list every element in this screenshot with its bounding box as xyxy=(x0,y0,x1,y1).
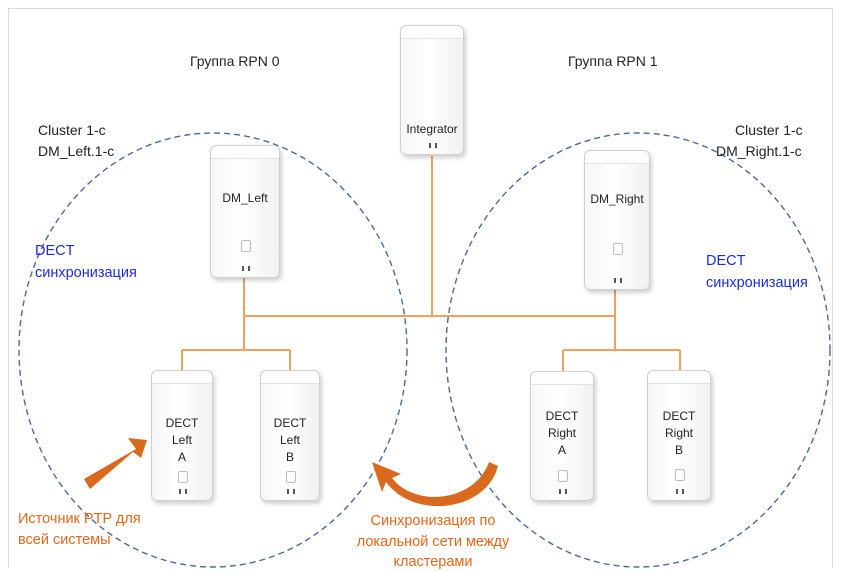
device-dect-left-a-line3: A xyxy=(177,450,186,464)
status-led-icon xyxy=(429,143,431,148)
device-cap xyxy=(152,371,212,384)
status-led-icon xyxy=(185,489,187,494)
status-led-icon xyxy=(248,266,250,271)
dect-sync-right-line2: синхронизация xyxy=(706,275,808,291)
device-dect-left-a-line1: DECT xyxy=(165,416,199,430)
device-cap xyxy=(401,26,463,39)
status-led-icon xyxy=(559,489,561,494)
port-icon xyxy=(613,243,623,255)
device-dect-left-a: DECT Left A xyxy=(151,370,213,501)
device-dect-left-b: DECT Left B xyxy=(260,370,320,501)
dect-sync-left-line2: синхронизация xyxy=(35,265,137,281)
port-icon xyxy=(675,469,685,481)
device-dect-right-a-line3: A xyxy=(557,443,566,457)
cluster-ellipse-right xyxy=(445,132,831,568)
device-dect-left-b-line1: DECT xyxy=(273,416,307,430)
device-cap xyxy=(585,151,649,164)
lan-sync-label-line3: кластерами xyxy=(393,554,473,570)
device-cap xyxy=(648,371,710,384)
device-dect-right-b: DECT Right B xyxy=(647,370,711,501)
device-dect-right-a-line2: Right xyxy=(547,426,576,440)
port-icon xyxy=(241,240,251,252)
lan-sync-label-line2: локальной сети между xyxy=(356,534,510,550)
device-dm-right-label: DM_Right xyxy=(590,192,644,206)
group-rpn0-title: Группа RPN 0 xyxy=(190,53,280,69)
status-led-icon xyxy=(682,489,684,494)
status-led-icon xyxy=(435,143,437,148)
device-dm-left: DM_Left xyxy=(210,145,280,278)
ptp-source-label-line1: Источник PTP для xyxy=(18,511,141,527)
cluster-ellipse-left xyxy=(18,132,408,568)
device-dm-left-label: DM_Left xyxy=(222,191,268,205)
dect-sync-right-line1: DECT xyxy=(706,253,746,269)
status-led-icon xyxy=(179,489,181,494)
lan-sync-curved-arrow xyxy=(372,462,498,507)
cluster-right-label: Cluster 1-c xyxy=(735,122,803,138)
network-links xyxy=(181,156,681,371)
device-dect-right-b-line1: DECT xyxy=(662,409,696,423)
device-dect-right-a: DECT Right A xyxy=(530,371,594,501)
group-rpn1-title: Группа RPN 1 xyxy=(568,53,658,69)
device-integrator: Integrator xyxy=(400,25,464,155)
dect-sync-left-line1: DECT xyxy=(35,243,75,259)
device-cap xyxy=(531,372,593,385)
port-icon xyxy=(286,471,296,483)
status-led-icon xyxy=(565,489,567,494)
status-led-icon xyxy=(242,266,244,271)
device-dm-right: DM_Right xyxy=(584,150,650,290)
device-dect-left-b-line2: Left xyxy=(279,433,300,447)
device-integrator-label: Integrator xyxy=(406,122,458,136)
device-dect-right-b-line2: Right xyxy=(664,426,693,440)
port-icon xyxy=(558,470,568,482)
ptp-source-arrow xyxy=(84,438,147,489)
status-led-icon xyxy=(676,489,678,494)
device-cap xyxy=(261,371,319,384)
device-dect-right-a-line1: DECT xyxy=(545,409,579,423)
diagram-frame xyxy=(8,8,833,568)
status-led-icon xyxy=(614,278,616,283)
device-dect-left-a-line2: Left xyxy=(171,433,192,447)
status-led-icon xyxy=(293,489,295,494)
lan-sync-label-line1: Синхронизация по xyxy=(370,513,496,529)
cluster-right-id: DM_Right.1-c xyxy=(716,143,802,159)
port-icon xyxy=(178,471,188,483)
cluster-left-id: DM_Left.1-c xyxy=(38,143,115,159)
ptp-source-label-line2: всей системы xyxy=(18,532,111,548)
status-led-icon xyxy=(620,278,622,283)
status-led-icon xyxy=(287,489,289,494)
device-dect-right-b-line3: B xyxy=(674,443,683,457)
cluster-left-label: Cluster 1-c xyxy=(38,122,106,138)
device-dect-left-b-line3: B xyxy=(285,450,294,464)
device-cap xyxy=(211,146,279,159)
